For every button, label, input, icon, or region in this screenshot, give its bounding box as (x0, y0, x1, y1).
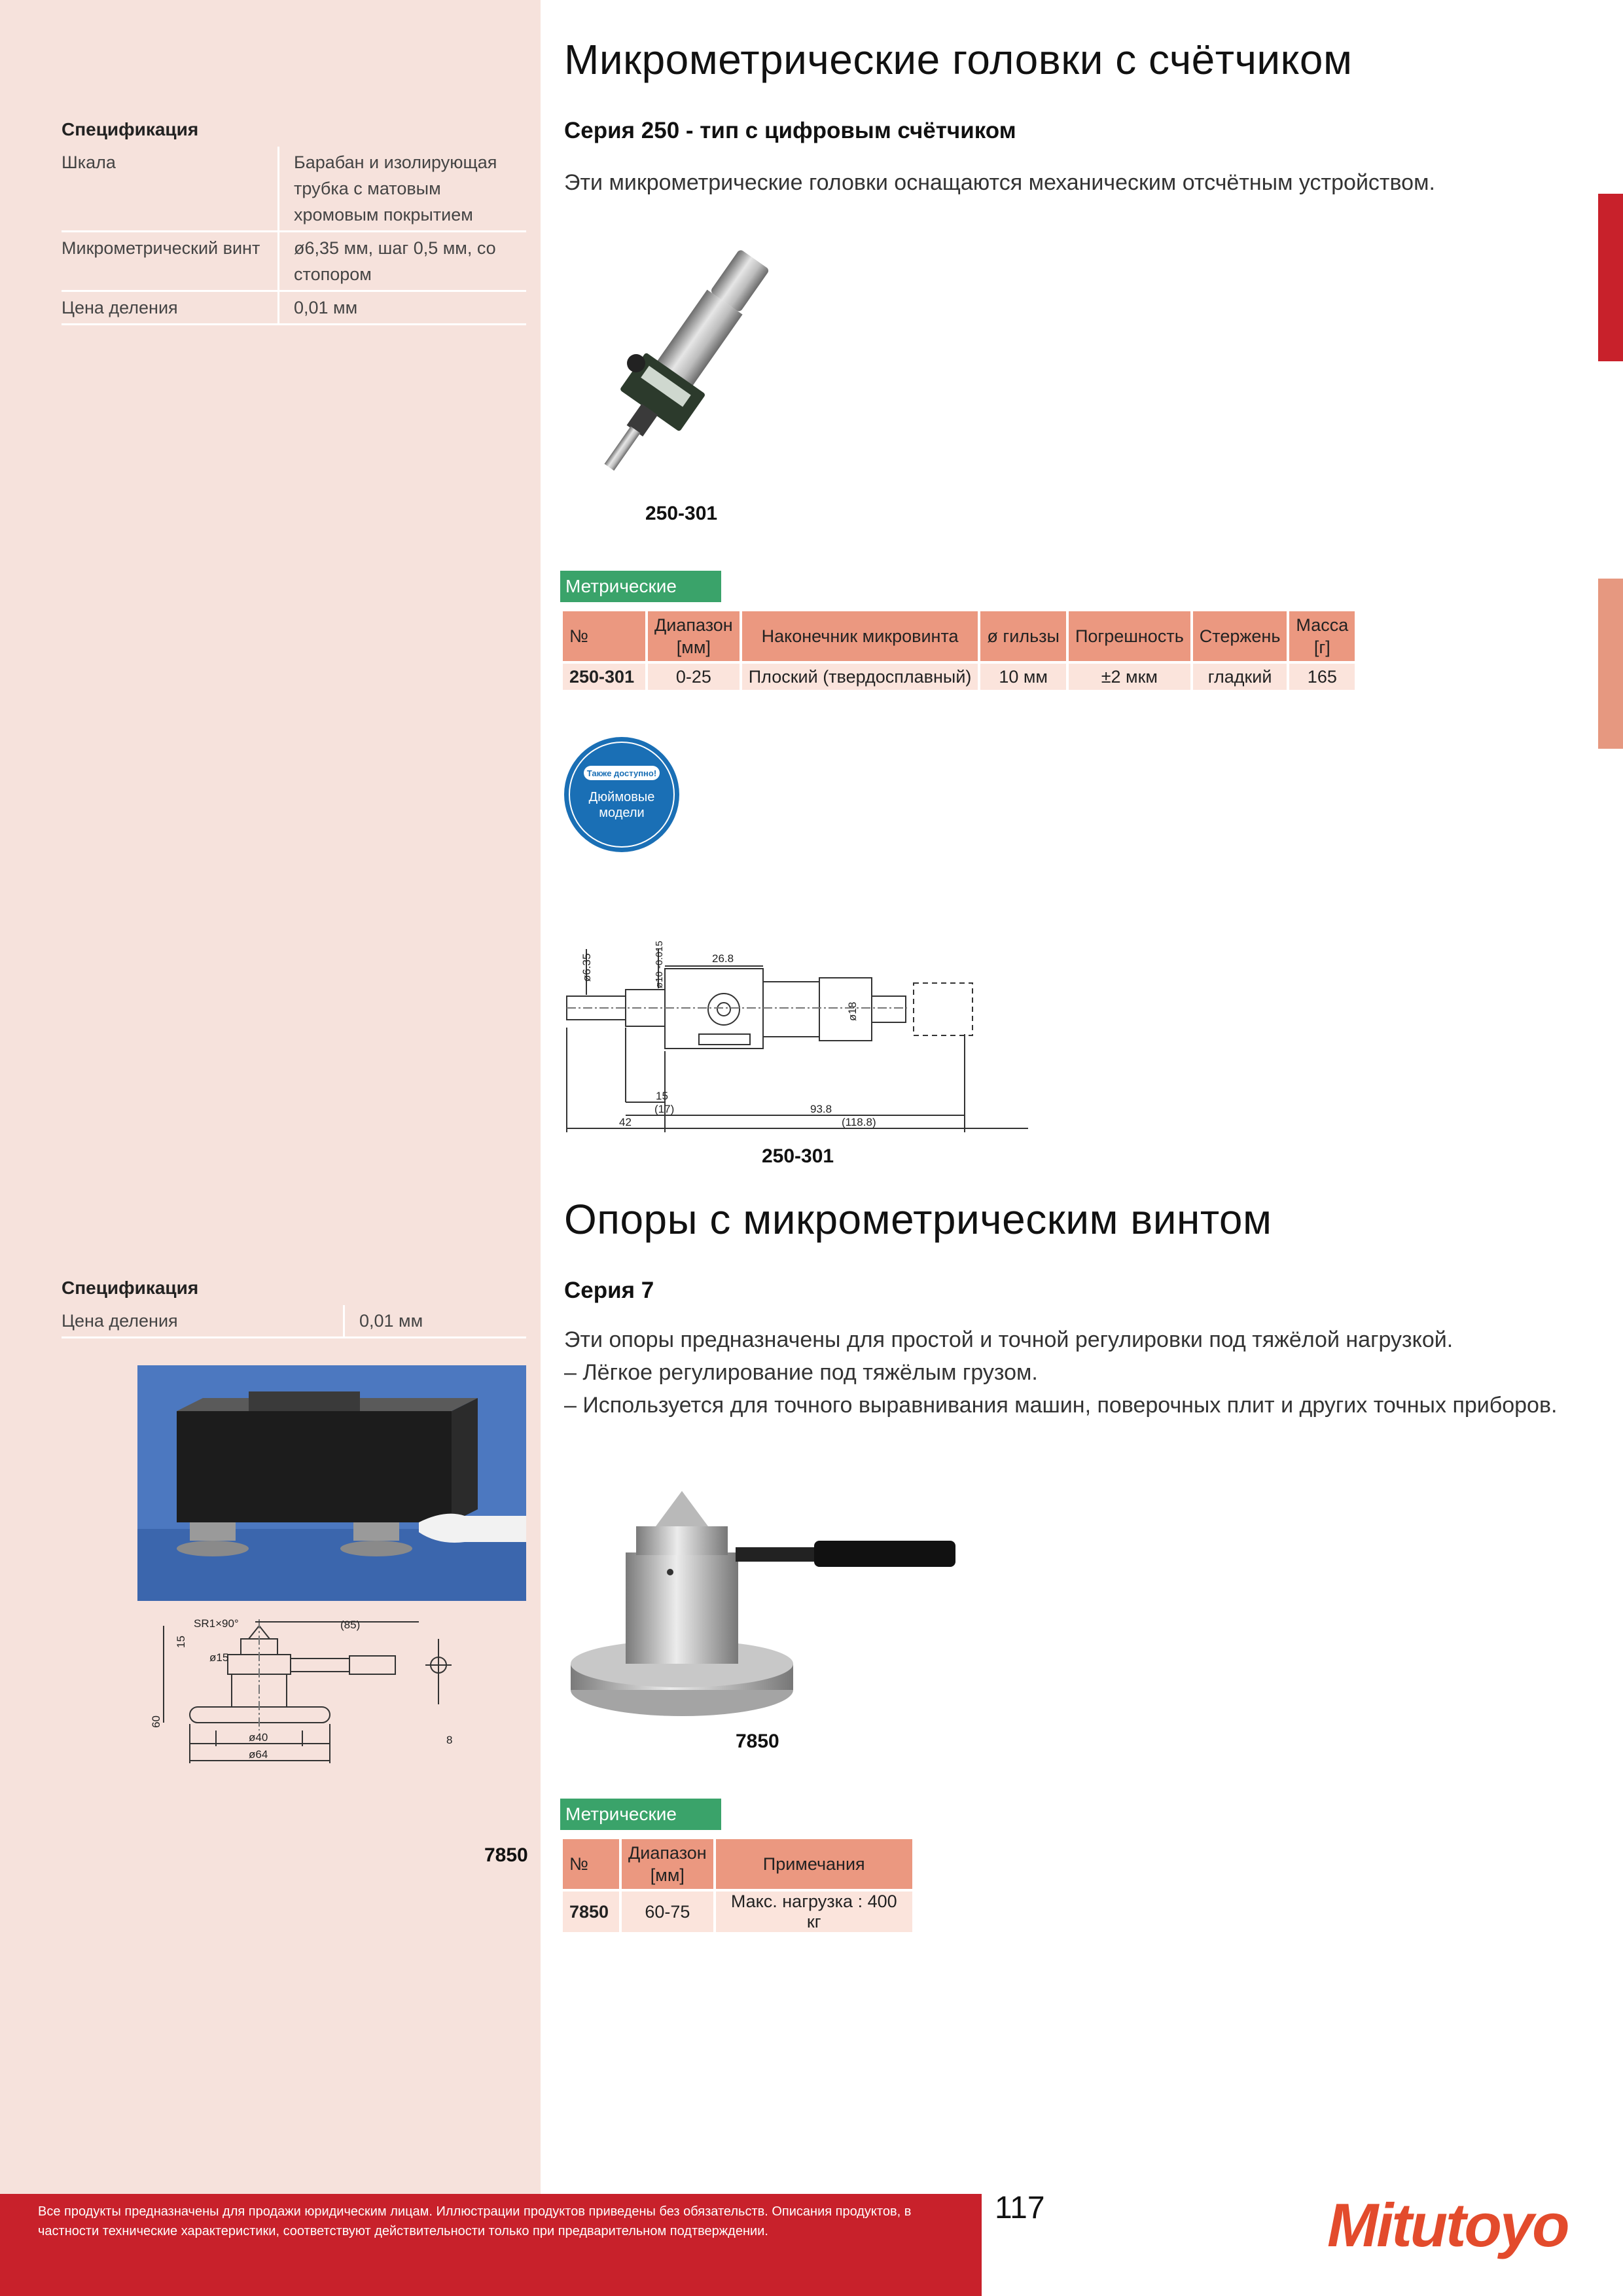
table-cell: 0-25 (648, 664, 740, 690)
section2-spec-title: Спецификация (62, 1278, 199, 1298)
spec-key: Цена деления (62, 1305, 344, 1338)
spec-row: Цена деления 0,01 мм (62, 291, 526, 325)
dim-d1: ø6.35 (580, 954, 593, 982)
screw-support-photo (571, 1491, 955, 1716)
spec-row: Цена деления 0,01 мм (62, 1305, 526, 1338)
spec-key: Цена деления (62, 291, 279, 325)
table-header-cell: № (563, 611, 645, 661)
section2-bullet: – Используется для точного выравнивания … (564, 1393, 1558, 1418)
page-number: 117 (995, 2191, 1045, 2225)
section2-description: Эти опоры предназначены для простой и то… (564, 1327, 1454, 1352)
table-cell: 250-301 (563, 664, 645, 690)
table-header-cell: Стержень (1192, 611, 1287, 661)
mitutoyo-logo: Mitutoyo (1327, 2191, 1570, 2259)
section1-product-table: № Диапазон [мм] Наконечник микровинта ø … (560, 609, 1357, 692)
table-header-cell: Диапазон [мм] (648, 611, 740, 661)
footer-bar (0, 2194, 982, 2296)
table-header-cell: ø гильзы (980, 611, 1066, 661)
section2-subtitle: Серия 7 (564, 1278, 654, 1303)
side-tab-salmon[interactable] (1598, 579, 1623, 749)
spec-key: Шкала (62, 147, 279, 232)
spec-row: Шкала Барабан и изолирующая трубка с мат… (62, 147, 526, 232)
footer-disclaimer: Все продукты предназначены для продажи ю… (38, 2204, 912, 2238)
dim-sr: SR1×90° (194, 1617, 239, 1630)
dim-h60: 60 (150, 1715, 162, 1728)
table-header-cell: Примечания (715, 1839, 912, 1889)
spec-value: 0,01 мм (343, 1305, 526, 1338)
spec-value: Барабан и изолирующая трубка с матовым х… (277, 147, 526, 232)
dim-h8: 8 (446, 1734, 452, 1746)
section2-title: Опоры с микрометрическим винтом (564, 1196, 1272, 1243)
table-cell: Макс. нагрузка : 400 кг (715, 1892, 912, 1932)
table-header-cell: Наконечник микровинта (741, 611, 978, 661)
table-cell: 10 мм (980, 664, 1066, 690)
dim-len: (85) (340, 1619, 360, 1631)
table-row: 250-301 0-25 Плоский (твердосплавный) 10… (563, 664, 1355, 690)
section1-spec-title: Спецификация (62, 119, 199, 139)
spec-key: Микрометрический винт (62, 231, 279, 292)
inch-models-badge[interactable]: Также доступно! Дюймовые модели (563, 736, 681, 853)
table-cell: 165 (1289, 664, 1355, 690)
inch-badge-line2: модели (599, 806, 644, 820)
spec-row: Микрометрический винт ø6,35 мм, шаг 0,5 … (62, 231, 526, 292)
table-cell: ±2 мкм (1068, 664, 1190, 690)
table-cell: 7850 (563, 1892, 619, 1932)
section1-spec-table: Шкала Барабан и изолирующая трубка с мат… (62, 147, 526, 325)
dim-h15: 15 (175, 1636, 187, 1648)
side-tab-red[interactable] (1598, 194, 1623, 361)
section2-drawing-caption: 7850 (484, 1844, 528, 1866)
granite-block-photo (137, 1365, 526, 1601)
table-row: 7850 60-75 Макс. нагрузка : 400 кг (563, 1892, 912, 1932)
dim-d: 42 (619, 1116, 632, 1128)
section1-title: Микрометрические головки с счётчиком (564, 36, 1353, 83)
table-cell: 60-75 (622, 1892, 713, 1932)
dim-d3: ø18 (846, 1002, 859, 1021)
table-header-cell: Масса [г] (1289, 611, 1355, 661)
table-header-cell: № (563, 1839, 619, 1889)
dim-d15: ø15 (209, 1651, 228, 1664)
table-header-row: № Диапазон [мм] Примечания (563, 1839, 912, 1889)
inch-badge-top: Также доступно! (587, 768, 656, 778)
table-cell: гладкий (1192, 664, 1287, 690)
section2-metric-badge: Метрические (560, 1799, 721, 1830)
dim-d64: ø64 (249, 1748, 268, 1761)
dim-width: 26.8 (712, 952, 734, 965)
micrometer-head-photo (604, 250, 769, 471)
section1-metric-badge: Метрические (560, 571, 721, 602)
section2-product-table: № Диапазон [мм] Примечания 7850 60-75 Ма… (560, 1837, 915, 1935)
table-header-cell: Погрешность (1068, 611, 1190, 661)
dim-d2: ø10 -0.015 (654, 941, 665, 988)
table-cell: Плоский (твердосплавный) (741, 664, 978, 690)
section1-photo-caption: 250-301 (645, 503, 718, 524)
micrometer-head-drawing: 26.8 ø6.35 ø10 -0.015 ø18 15 (17) 93.8 4… (566, 941, 1028, 1132)
spec-value: 0,01 мм (277, 291, 526, 325)
section2-photo-caption: 7850 (736, 1731, 779, 1752)
dim-b: (17) (654, 1103, 674, 1115)
section2-bullet: – Лёгкое регулирование под тяжёлым грузо… (564, 1360, 1038, 1385)
inch-badge-line1: Дюймовые (589, 790, 655, 804)
dim-e: (118.8) (842, 1116, 876, 1128)
section1-subtitle: Серия 250 - тип с цифровым счётчиком (564, 118, 1016, 143)
dim-a: 15 (656, 1090, 668, 1102)
section2-spec-table: Цена деления 0,01 мм (62, 1305, 526, 1338)
table-header-cell: Диапазон [мм] (622, 1839, 713, 1889)
spec-value: ø6,35 мм, шаг 0,5 мм, со стопором (277, 231, 526, 292)
table-header-row: № Диапазон [мм] Наконечник микровинта ø … (563, 611, 1355, 661)
section1-drawing-caption: 250-301 (762, 1145, 834, 1167)
left-column (0, 0, 541, 2194)
dim-d40: ø40 (249, 1731, 268, 1744)
dim-c: 93.8 (810, 1103, 832, 1115)
section1-description: Эти микрометрические головки оснащаются … (564, 170, 1435, 195)
screw-support-drawing: SR1×90° (85) 15 ø15 60 ø40 ø64 8 (150, 1617, 452, 1763)
